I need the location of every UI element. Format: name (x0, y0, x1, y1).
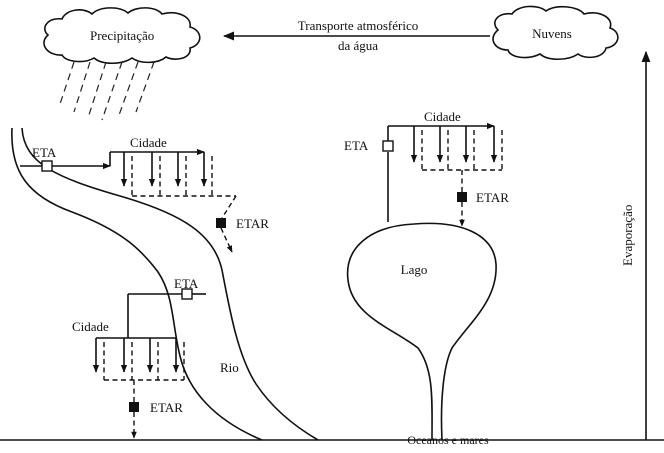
etar-station-3 (457, 192, 467, 202)
etar-label: ETAR (476, 190, 509, 205)
rain (59, 61, 155, 121)
transport-label-line2: da água (338, 38, 378, 53)
city-system-1: ETA Cidade ETAR (20, 135, 269, 253)
city-label: Cidade (72, 319, 109, 334)
city-system-3: ETA Cidade ETAR (344, 109, 509, 227)
city-label: Cidade (130, 135, 167, 150)
precipitation-label: Precipitação (90, 28, 154, 43)
clouds: Nuvens (492, 5, 619, 61)
evaporation: Evaporação (620, 50, 651, 440)
transport-label-line1: Transporte atmosférico (298, 18, 418, 33)
clouds-label: Nuvens (532, 26, 572, 41)
eta-station-2 (181, 288, 193, 300)
etar-station-2 (129, 402, 139, 412)
eta-station-3 (382, 140, 394, 152)
ocean: Oceanos e mares (0, 433, 664, 447)
ocean-label: Oceanos e mares (407, 433, 489, 447)
precipitation-cloud: Precipitação (43, 7, 201, 65)
atmospheric-transport: Transporte atmosférico da água (222, 18, 490, 53)
evaporation-label: Evaporação (620, 205, 635, 266)
etar-station-1 (216, 218, 226, 228)
river-label: Rio (220, 360, 239, 375)
eta-label: ETA (174, 276, 199, 291)
eta-label: ETA (32, 145, 57, 160)
etar-label: ETAR (236, 216, 269, 231)
lake-label: Lago (401, 262, 428, 277)
city-system-2: ETA Cidade ETAR (72, 276, 206, 439)
river: Rio (11, 127, 319, 441)
eta-label: ETA (344, 138, 369, 153)
eta-station-1 (41, 160, 53, 172)
etar-label: ETAR (150, 400, 183, 415)
city-label: Cidade (424, 109, 461, 124)
lake: Lago (346, 222, 497, 441)
